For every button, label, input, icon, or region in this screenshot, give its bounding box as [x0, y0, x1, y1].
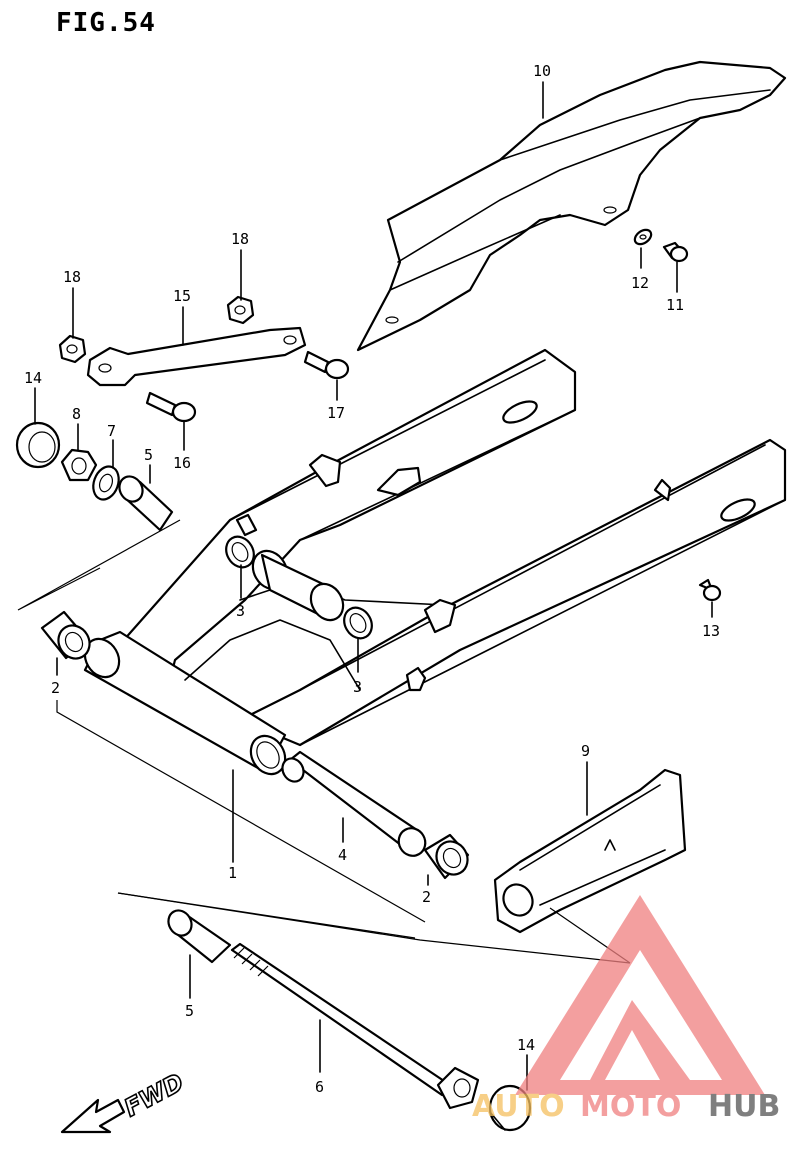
callout-6: 6 — [315, 1078, 324, 1096]
callout-13: 13 — [702, 622, 720, 640]
callout-18-upper: 18 — [231, 230, 249, 248]
nut-18-upper — [226, 295, 255, 325]
fwd-indicator: FWD — [60, 1067, 189, 1134]
callout-18-left: 18 — [63, 268, 81, 286]
callout-15: 15 — [173, 287, 191, 305]
figure-title: FIG.54 — [56, 8, 156, 38]
spacer-5-upper — [118, 475, 174, 532]
callout-14-left: 14 — [24, 369, 42, 387]
washer-7 — [92, 465, 120, 501]
callout-8: 8 — [72, 405, 81, 423]
callout-2-right: 2 — [422, 888, 431, 906]
bolt-13 — [698, 578, 722, 602]
nut-18-left — [58, 334, 87, 364]
chain-guide-9 — [493, 768, 687, 934]
cap-14-lower — [488, 1084, 532, 1132]
watermark: AUTO MOTO HUB — [472, 895, 780, 1124]
callout-numbers: 10 18 18 15 12 11 17 14 8 7 5 16 3 13 3 … — [24, 62, 720, 1096]
nut-8 — [60, 448, 98, 482]
swingarm — [83, 348, 787, 776]
callout-4: 4 — [338, 846, 347, 864]
watermark-text-hub: HUB — [708, 1089, 780, 1124]
seal-14-left — [15, 421, 61, 469]
callout-9: 9 — [581, 742, 590, 760]
bushing-3-lower — [343, 606, 373, 640]
callout-16: 16 — [173, 454, 191, 472]
callout-11: 11 — [666, 296, 684, 314]
collar-4 — [281, 750, 427, 857]
watermark-logo-icon — [515, 895, 765, 1095]
callout-2-left: 2 — [51, 679, 60, 697]
bolt-11 — [662, 241, 689, 263]
bearing-2-right — [423, 833, 470, 880]
bushing-3-upper — [225, 535, 255, 569]
fwd-arrow-icon — [60, 1098, 126, 1134]
callout-3-upper: 3 — [236, 602, 245, 620]
torque-link-15 — [86, 326, 307, 387]
bearing-2-left — [40, 610, 91, 660]
spacer-5-lower — [167, 909, 232, 964]
fwd-label: FWD — [120, 1068, 189, 1122]
callout-17: 17 — [327, 404, 345, 422]
watermark-text-auto: AUTO — [472, 1089, 565, 1124]
callout-14-lower: 14 — [517, 1036, 535, 1054]
callout-3-lower: 3 — [353, 678, 362, 696]
callout-12: 12 — [631, 274, 649, 292]
bolt-16 — [145, 391, 197, 423]
callout-1: 1 — [228, 864, 237, 882]
washer-12 — [633, 228, 653, 246]
callout-10: 10 — [533, 62, 551, 80]
leader-lines — [17, 81, 713, 1091]
callout-7: 7 — [107, 422, 116, 440]
pivot-shaft-6 — [230, 942, 480, 1110]
watermark-text-moto: MOTO — [580, 1089, 681, 1124]
bolt-17 — [303, 350, 350, 380]
callout-5-upper: 5 — [144, 446, 153, 464]
callout-5-lower: 5 — [185, 1002, 194, 1020]
chain-case — [356, 60, 787, 352]
